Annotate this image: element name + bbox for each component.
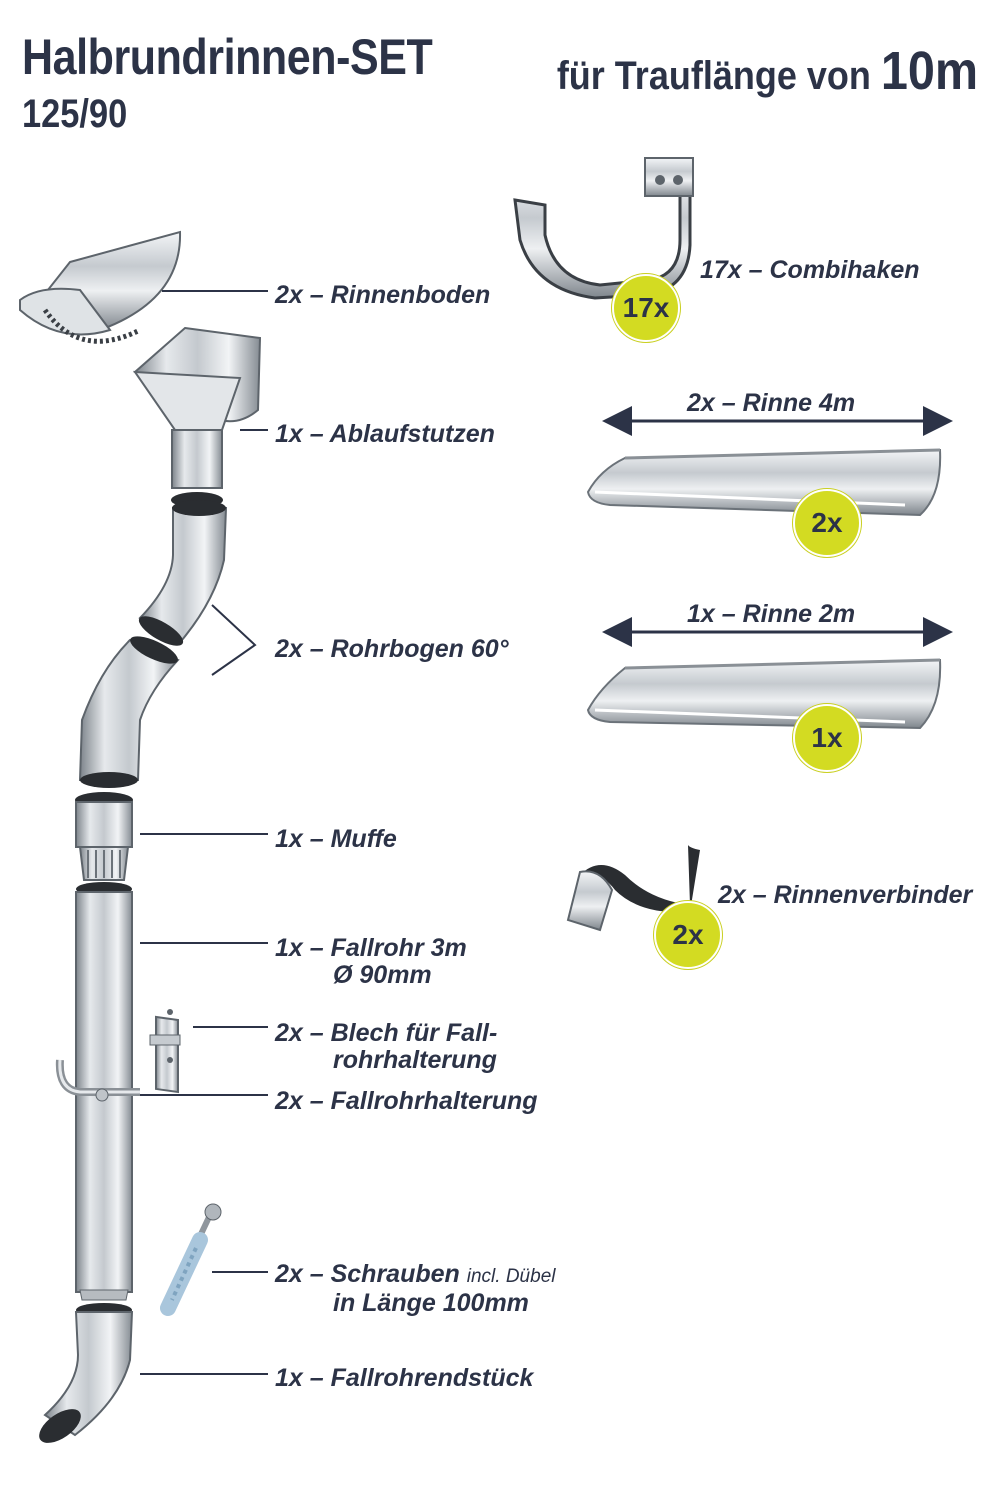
set-title: Halbrundrinnen-SET xyxy=(22,29,433,85)
label-pipe-clamp: 2x – Fallrohrhalterung xyxy=(275,1087,538,1115)
quantity-badge-gutter-4m: 2x xyxy=(793,489,861,557)
badge-text: 1x xyxy=(811,722,843,753)
label-bracket-plate: 2x – Blech für Fall- rohrhalterung xyxy=(275,1020,497,1074)
screw-dowel-image xyxy=(160,1203,222,1316)
label-socket: 1x – Muffe xyxy=(275,825,397,853)
pipe-elbow-lower-image xyxy=(78,636,180,788)
pipe-elbow-upper-image xyxy=(138,500,228,646)
quantity-badge-gutter-2m: 1x xyxy=(793,704,861,772)
callout-lines xyxy=(140,290,268,1375)
label-gutter-2m: 1x – Rinne 2m xyxy=(687,600,856,628)
gutter-4m-image xyxy=(586,406,953,517)
label-screws-note: incl. Dübel xyxy=(466,1266,556,1287)
label-downpipe-line1: 1x – Fallrohr 3m xyxy=(275,934,467,962)
badge-text: 17x xyxy=(622,292,670,323)
label-screws-line1: 2x – Schrauben xyxy=(275,1260,460,1288)
gutter-end-cap-image xyxy=(19,230,182,344)
eave-length-headline: für Trauflänge von 10m xyxy=(557,40,978,102)
bracket-plate-image xyxy=(149,1009,181,1094)
label-downpipe: 1x – Fallrohr 3m Ø 90mm xyxy=(275,935,467,989)
combi-hook-image xyxy=(513,157,694,300)
label-gutter-connector: 2x – Rinnenverbinder xyxy=(718,881,973,909)
set-dimensions: 125/90 xyxy=(22,92,128,136)
pipe-end-piece-image xyxy=(39,1303,134,1443)
label-downpipe-line2: Ø 90mm xyxy=(333,961,432,989)
gutter-2m-image xyxy=(586,617,953,730)
label-combi-hook: 17x – Combihaken xyxy=(700,256,920,284)
label-screws: 2x – Schrauben incl. Dübel in Länge 100m… xyxy=(275,1261,555,1317)
label-end-cap: 2x – Rinnenboden xyxy=(275,281,491,309)
label-bracket-plate-line1: 2x – Blech für Fall- xyxy=(275,1019,498,1047)
label-outlet: 1x – Ablaufstutzen xyxy=(275,420,495,448)
pipe-clamp-image xyxy=(55,1059,140,1102)
label-gutter-4m: 2x – Rinne 4m xyxy=(687,389,856,417)
outlet-image xyxy=(133,326,262,508)
label-bracket-plate-line2: rohrhalterung xyxy=(333,1046,497,1074)
headline-value: 10m xyxy=(880,41,978,101)
quantity-badge-combi-hook: 17x xyxy=(612,274,680,342)
label-screws-line2: in Länge 100mm xyxy=(333,1289,529,1317)
quantity-badge-gutter-connector: 2x xyxy=(654,901,722,969)
badge-text: 2x xyxy=(672,919,704,950)
badge-text: 2x xyxy=(811,507,843,538)
socket-image xyxy=(75,792,133,881)
label-end-piece: 1x – Fallrohrendstück xyxy=(275,1364,534,1392)
headline-prefix: für Trauflänge von xyxy=(556,54,871,98)
label-elbow: 2x – Rohrbogen 60° xyxy=(275,635,509,663)
